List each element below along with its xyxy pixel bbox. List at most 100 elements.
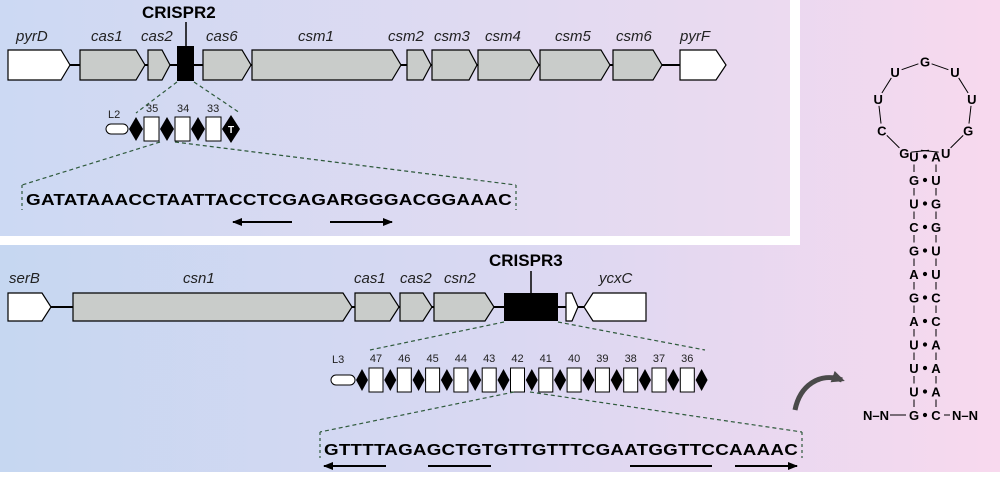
hairpin-left-nt: A — [909, 314, 919, 329]
gene-label-csn2: csn2 — [444, 270, 476, 287]
panel-top-background — [0, 0, 790, 236]
gene-ycxC: ycxC — [583, 270, 647, 322]
spacer-number-40: 40 — [568, 353, 580, 365]
hairpin-loop-nt: U — [941, 146, 950, 161]
repeat-diamond — [667, 369, 680, 391]
gene-label-cas1: cas1 — [91, 28, 123, 45]
hairpin-left-nt: U — [909, 150, 918, 165]
gene-csm6: csm6 — [612, 28, 663, 81]
hairpin-loop-nt: U — [967, 92, 976, 107]
spacer-37 — [651, 367, 667, 393]
spacer-number-42: 42 — [511, 353, 523, 365]
base-pair-dot — [922, 295, 928, 300]
hairpin-right-nt: A — [931, 385, 941, 400]
loop-backbone-link — [878, 105, 882, 124]
gene-csn1: csn1 — [72, 270, 353, 322]
base-pair-dot — [922, 318, 928, 324]
spacer-33 — [205, 116, 222, 142]
spacer-number-39: 39 — [596, 353, 608, 365]
crispr2-label: CRISPR2 — [142, 3, 216, 22]
gene-cas1-bottom: cas1 — [354, 270, 400, 322]
seq-zoom-line-left — [319, 391, 515, 433]
gene-label-pyrF: pyrF — [679, 28, 711, 45]
hairpin-left-nt: A — [909, 267, 919, 282]
crispr2-array-block: CRISPR2 — [142, 3, 216, 81]
repeat-diamond — [469, 369, 482, 391]
hairpin-loop-nt: U — [873, 92, 882, 107]
hairpin-left-nt: U — [909, 385, 918, 400]
hairpin-loop-nt: U — [950, 65, 959, 80]
loop-backbone-link — [911, 149, 930, 153]
spacer-number-36: 36 — [681, 353, 693, 365]
gene-label-csm5: csm5 — [555, 28, 591, 45]
hairpin-loop-nt: C — [877, 123, 887, 138]
seq-zoom-line-right — [174, 141, 517, 186]
gene-label-csm3: csm3 — [434, 28, 470, 45]
hairpin-loop-nt: G — [920, 55, 930, 70]
spacer-42 — [510, 367, 525, 393]
hairpin-left-nt: G — [909, 173, 919, 188]
hairpin-right-nt: G — [931, 197, 941, 212]
gene-cas6: cas6 — [202, 28, 252, 81]
repeat-diamond — [160, 117, 174, 141]
spacer-45 — [425, 367, 441, 393]
base-pair-dot — [922, 248, 928, 253]
gene-cas2-bottom: cas2 — [399, 270, 433, 322]
base-pair-dot — [922, 342, 928, 347]
spacer-43 — [481, 367, 497, 393]
zoom-line-right — [557, 321, 706, 351]
loop-backbone-link — [958, 77, 969, 94]
spacer-number-44: 44 — [455, 353, 467, 365]
crispr2-array-detail: L2 T 35 34 33 — [105, 103, 240, 143]
hairpin-loop-nt: U — [890, 65, 899, 80]
hairpin-right-nt: U — [931, 173, 940, 188]
spacer-number-38: 38 — [625, 353, 637, 365]
terminal-repeat-label: T — [228, 125, 234, 136]
gene-pyrD: pyrD — [7, 28, 71, 81]
hairpin-right-nt: U — [931, 267, 940, 282]
loop-backbone-link — [968, 105, 972, 124]
hairpin-left-nt: U — [909, 361, 918, 376]
hairpin-loop-nt: G — [899, 146, 909, 161]
gene-pyrF: pyrF — [679, 28, 727, 81]
gene-label-cas2: cas2 — [141, 28, 173, 45]
gene-cas1: cas1 — [79, 28, 146, 81]
hairpin-left-nt: U — [909, 197, 918, 212]
base-pair-dot — [922, 412, 928, 418]
gene-label-csm4: csm4 — [485, 28, 521, 45]
crispr3-label: CRISPR3 — [489, 251, 563, 270]
terminal-repeat-diamond — [222, 115, 240, 143]
leader-label-L3: L3 — [332, 354, 344, 366]
spacer-44 — [453, 367, 469, 393]
gene-label-ycxC: ycxC — [598, 270, 633, 287]
hairpin-right-nt: A — [931, 361, 941, 376]
hairpin-right-nt: C — [931, 408, 941, 423]
gene-label-csm6: csm6 — [616, 28, 652, 45]
leader-L3 — [330, 374, 356, 386]
base-pair-dot — [922, 154, 928, 159]
gene-label-cas1-bottom: cas1 — [354, 270, 386, 287]
spacer-41 — [538, 367, 554, 393]
gene-label-cas2-bottom: cas2 — [400, 270, 432, 287]
repeat-diamond — [440, 369, 453, 391]
repeat-diamond — [384, 369, 397, 391]
panel-divider-horizontal — [0, 236, 800, 245]
repeat-diamond — [525, 369, 538, 391]
gene-csn2: csn2 — [433, 270, 495, 322]
base-pair-dot — [922, 365, 928, 371]
hairpin-right-nt: C — [931, 314, 941, 329]
spacer-number-33: 33 — [207, 103, 219, 115]
hairpin-left-nt: C — [909, 220, 919, 235]
hairpin-right-nt: G — [931, 220, 941, 235]
hairpin-left-nt: G — [909, 244, 919, 259]
hairpin-loop-nt: G — [963, 123, 973, 138]
leader-label-L2: L2 — [108, 109, 120, 121]
spacer-46 — [396, 367, 412, 393]
spacer-38 — [623, 367, 639, 393]
spacer-number-34: 34 — [177, 103, 189, 115]
zoom-line-right — [193, 81, 241, 114]
repeat-diamond — [639, 369, 651, 391]
